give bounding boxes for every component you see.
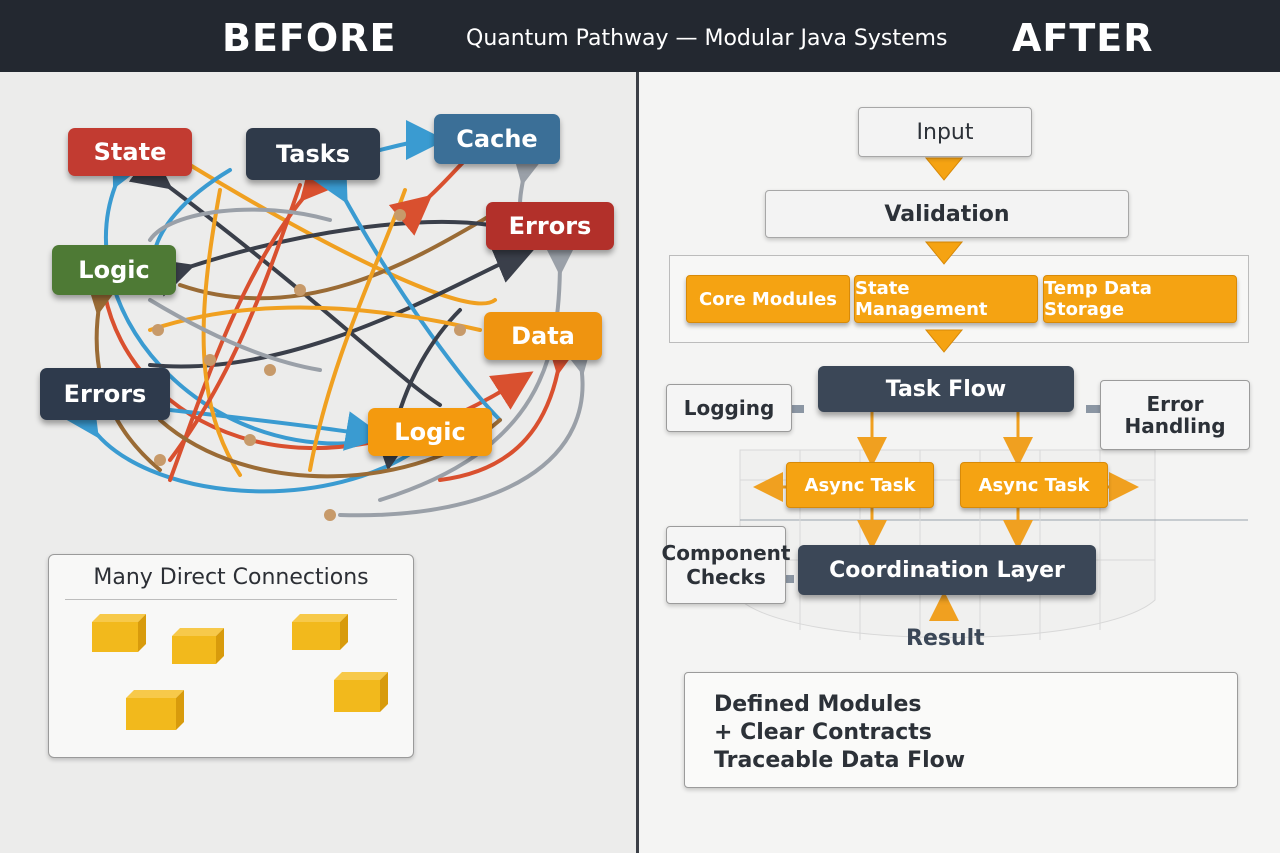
validation-step: Validation	[765, 190, 1129, 238]
summary-line-2: + Clear Contracts	[714, 720, 932, 745]
diagram-title: Quantum Pathway — Modular Java Systems	[466, 26, 948, 51]
cube-1	[92, 614, 146, 652]
legend-divider	[65, 599, 397, 600]
result-label: Result	[906, 626, 985, 651]
cube-3	[292, 614, 348, 650]
component-checks-label-1: Component	[661, 541, 791, 565]
temp-data-storage-box: Temp Data Storage	[1043, 275, 1237, 323]
errors-node-top: Errors	[486, 202, 614, 250]
cube-2	[172, 628, 224, 664]
core-modules-box: Core Modules	[686, 275, 850, 323]
data-node: Data	[484, 312, 602, 360]
panel-divider	[636, 72, 639, 853]
after-heading: AFTER	[1012, 16, 1154, 60]
summary-line-3: Traceable Data Flow	[714, 748, 966, 773]
state-management-box: State Management	[854, 275, 1038, 323]
input-step: Input	[858, 107, 1032, 157]
async-task-right: Async Task	[960, 462, 1108, 508]
component-checks-box: Component Checks	[662, 526, 790, 604]
errors-node-left: Errors	[40, 368, 170, 420]
legend-cubes	[92, 614, 388, 730]
error-handling-box: Error Handling	[1100, 380, 1250, 450]
state-node: State	[68, 128, 192, 176]
logic-node-left: Logic	[52, 245, 176, 295]
error-handling-label-1: Error	[1146, 392, 1204, 416]
error-handling-label-2: Handling	[1124, 414, 1226, 438]
legend-box: Many Direct Connections	[48, 554, 414, 758]
component-checks-label-2: Checks	[686, 565, 766, 589]
coordination-layer-node: Coordination Layer	[798, 545, 1096, 595]
summary-box	[684, 672, 1238, 788]
cache-node: Cache	[434, 114, 560, 164]
cube-4	[126, 690, 184, 730]
async-task-left: Async Task	[786, 462, 934, 508]
legend-title: Many Direct Connections	[93, 565, 369, 590]
header-bar: BEFORE Quantum Pathway — Modular Java Sy…	[0, 0, 1280, 72]
summary-line-1: Defined Modules	[714, 692, 922, 717]
task-flow-node: Task Flow	[818, 366, 1074, 412]
tasks-node: Tasks	[246, 128, 380, 180]
logging-box: Logging	[666, 384, 792, 432]
cube-5	[334, 672, 388, 712]
logic-node-center: Logic	[368, 408, 492, 456]
before-heading: BEFORE	[222, 16, 397, 60]
